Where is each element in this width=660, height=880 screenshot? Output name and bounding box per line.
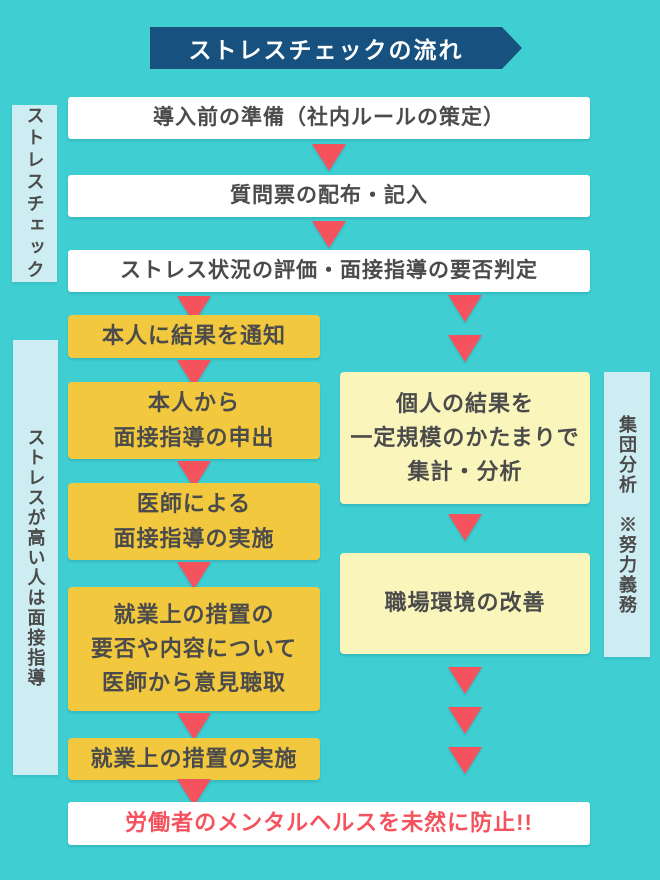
outcome-box: 労働者のメンタルヘルスを未然に防止!! — [68, 802, 590, 845]
step-preparation: 導入前の準備（社内ルールの策定） — [68, 97, 590, 139]
step-interview-request: 本人から 面接指導の申出 — [68, 382, 320, 459]
arrow-down-icon — [312, 221, 346, 248]
side-label-high-stress: ストレスが高い人は面接指導 — [13, 340, 58, 775]
arrow-down-icon — [448, 335, 482, 362]
step-workplace-improvement: 職場環境の改善 — [340, 553, 590, 654]
step-interview-implementation: 医師による 面接指導の実施 — [68, 483, 320, 560]
arrow-down-icon — [177, 713, 211, 740]
arrow-down-icon — [177, 779, 211, 806]
step-work-measures: 就業上の措置の実施 — [68, 738, 320, 780]
step-group-aggregation: 個人の結果を 一定規模のかたまりで 集計・分析 — [340, 372, 590, 504]
step-notify-result: 本人に結果を通知 — [68, 315, 320, 358]
arrow-down-icon — [312, 144, 346, 171]
arrow-down-icon — [448, 707, 482, 734]
arrow-down-icon — [448, 514, 482, 541]
step-evaluation: ストレス状況の評価・面接指導の要否判定 — [68, 250, 590, 292]
side-label-group-analysis: 集団分析 ※努力義務 — [604, 372, 650, 657]
arrow-down-icon — [448, 667, 482, 694]
arrow-down-icon — [177, 562, 211, 589]
page-title: ストレスチェックの流れ — [188, 37, 464, 63]
step-doctor-opinion: 就業上の措置の 要否や内容について 医師から意見聴取 — [68, 587, 320, 711]
arrow-down-icon — [448, 295, 482, 322]
arrow-down-icon — [448, 747, 482, 774]
title-banner: ストレスチェックの流れ — [150, 27, 522, 69]
side-label-stress-check: ストレスチェック — [12, 105, 57, 282]
step-questionnaire: 質問票の配布・記入 — [68, 175, 590, 217]
